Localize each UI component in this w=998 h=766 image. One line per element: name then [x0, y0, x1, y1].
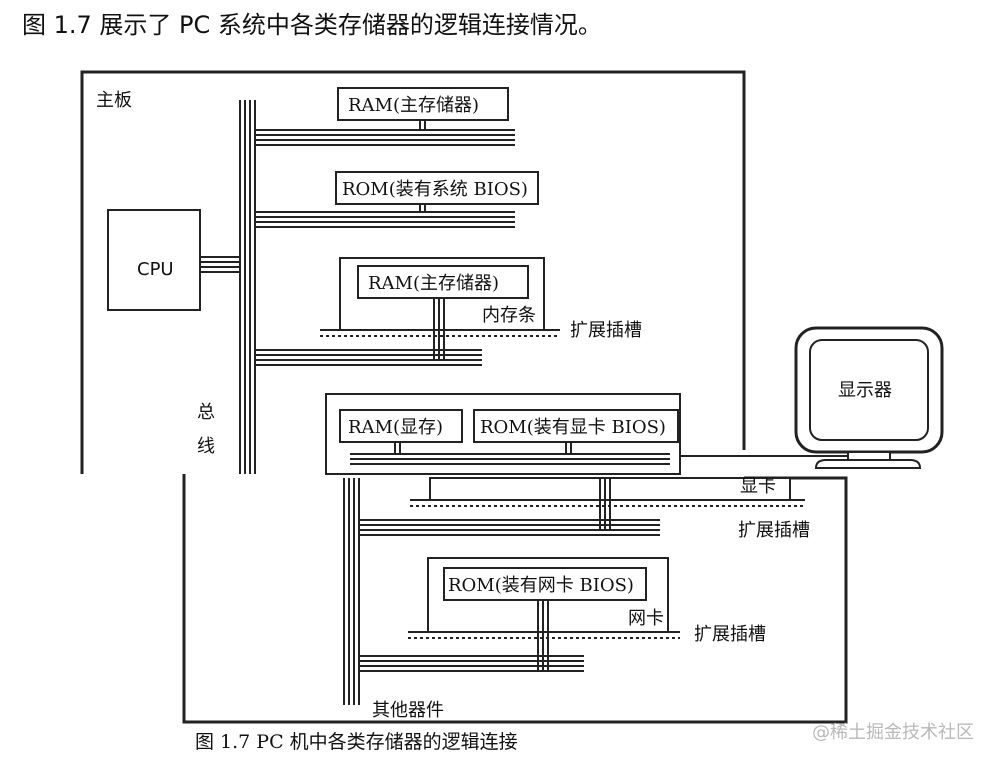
graphics-card-label: 显卡 [740, 476, 776, 497]
expansion-slot-label-2: 扩展插槽 [738, 520, 810, 541]
bus-label-1: 总 [197, 402, 215, 423]
ram-module-box [357, 265, 529, 299]
intro-text: 图 1.7 展示了 PC 系统中各类存储器的逻辑连接情况。 [22, 11, 602, 39]
monitor-label: 显示器 [838, 380, 892, 401]
system-bus-lower [343, 478, 360, 705]
network-card-label: 网卡 [628, 608, 664, 629]
rom-nic-bios-label: ROM(装有网卡 BIOS) [448, 575, 634, 596]
rom-vga-bios-box [473, 409, 679, 443]
monitor [794, 326, 944, 469]
network-card-bus-branch [359, 655, 584, 672]
ram-main-label: RAM(主存储器) [348, 95, 479, 116]
expansion-slot-2 [410, 499, 805, 507]
expansion-slot-label-1: 扩展插槽 [570, 320, 642, 341]
ram-vram-box [339, 409, 463, 443]
watermark: @稀土掘金技术社区 [812, 722, 974, 743]
graphics-card-bus-branch [359, 519, 660, 536]
ram-vram-label: RAM(显存) [348, 417, 443, 438]
system-bus [239, 100, 256, 474]
cpu-bus-link [200, 256, 240, 273]
memory-module-bus-branch [255, 349, 482, 366]
rom-nic-bios-box [443, 567, 647, 601]
mainboard-outline [80, 70, 746, 474]
ram-module-label: RAM(主存储器) [368, 273, 499, 294]
rom-bios-label: ROM(装有系统 BIOS) [342, 179, 528, 200]
memory-module-label: 内存条 [482, 305, 536, 326]
memory-connection-diagram: 主板 CPU 总 线 RAM(主存储器) ROM(装有系统 BIOS) [0, 60, 998, 762]
expansion-slot-1 [320, 329, 560, 337]
ram-main-bus-branch [255, 120, 515, 146]
expansion-slot-label-3: 扩展插槽 [694, 624, 766, 645]
graphics-card-internal-bus [350, 442, 670, 530]
rom-bios-box [335, 171, 539, 205]
bus-label-2: 线 [197, 436, 215, 457]
rom-vga-bios-label: ROM(装有显卡 BIOS) [480, 417, 666, 438]
mainboard-label: 主板 [96, 90, 132, 111]
expansion-slot-3 [408, 631, 680, 639]
cpu-label: CPU [137, 259, 174, 280]
ram-main-box [337, 87, 509, 121]
rom-bios-bus-branch [255, 204, 515, 228]
cpu-box [107, 209, 201, 311]
other-devices-label: 其他器件 [372, 700, 444, 721]
mainboard-outline-lower [182, 474, 848, 724]
figure-caption: 图 1.7 PC 机中各类存储器的逻辑连接 [195, 731, 518, 753]
